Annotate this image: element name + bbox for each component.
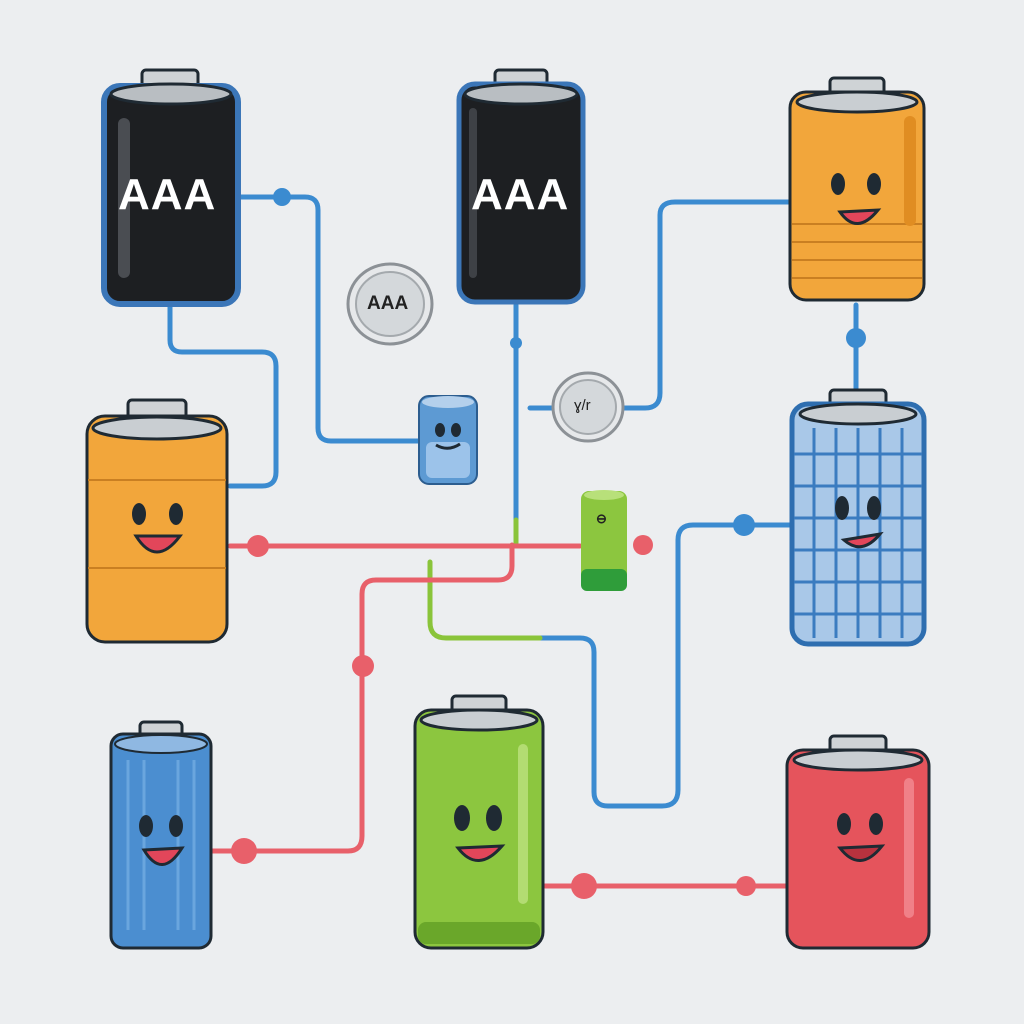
coin-cell-icon <box>551 371 625 443</box>
battery-symbol: ⊖ <box>596 511 607 526</box>
battery-face-icon <box>85 398 229 644</box>
battery-body-icon <box>581 490 627 591</box>
battery-label: AAA <box>471 170 570 219</box>
battery-black-aaa-left[interactable]: AAA <box>100 68 242 308</box>
battery-green-bottom-center[interactable] <box>412 694 546 952</box>
battery-face-icon <box>788 76 926 302</box>
battery-face-icon <box>418 395 478 485</box>
battery-orange-top-right[interactable] <box>786 76 928 304</box>
coin-label: AAA <box>367 293 409 314</box>
battery-face-icon <box>789 388 927 647</box>
battery-face-icon <box>413 694 545 950</box>
battery-label: AAA <box>118 170 217 219</box>
coin-cell-scribble[interactable]: ɣ/r <box>550 370 626 444</box>
battery-small-green-center[interactable]: ⊖ <box>578 485 630 595</box>
battery-blue-bottom-left[interactable] <box>108 720 214 952</box>
battery-body-icon <box>101 68 241 307</box>
battery-body-icon <box>456 68 586 305</box>
battery-grid-blue-right[interactable] <box>788 388 928 648</box>
battery-small-blue-center[interactable] <box>416 390 480 488</box>
battery-face-icon <box>109 720 213 950</box>
battery-red-bottom-right[interactable] <box>784 734 932 952</box>
coin-cell-aaa[interactable]: AAA <box>345 262 435 346</box>
coin-label: ɣ/r <box>574 397 591 414</box>
coin-cell-icon <box>346 262 434 346</box>
battery-orange-mid-left[interactable] <box>84 398 230 646</box>
battery-black-aaa-center[interactable]: AAA <box>455 68 587 306</box>
battery-face-icon <box>785 734 931 950</box>
